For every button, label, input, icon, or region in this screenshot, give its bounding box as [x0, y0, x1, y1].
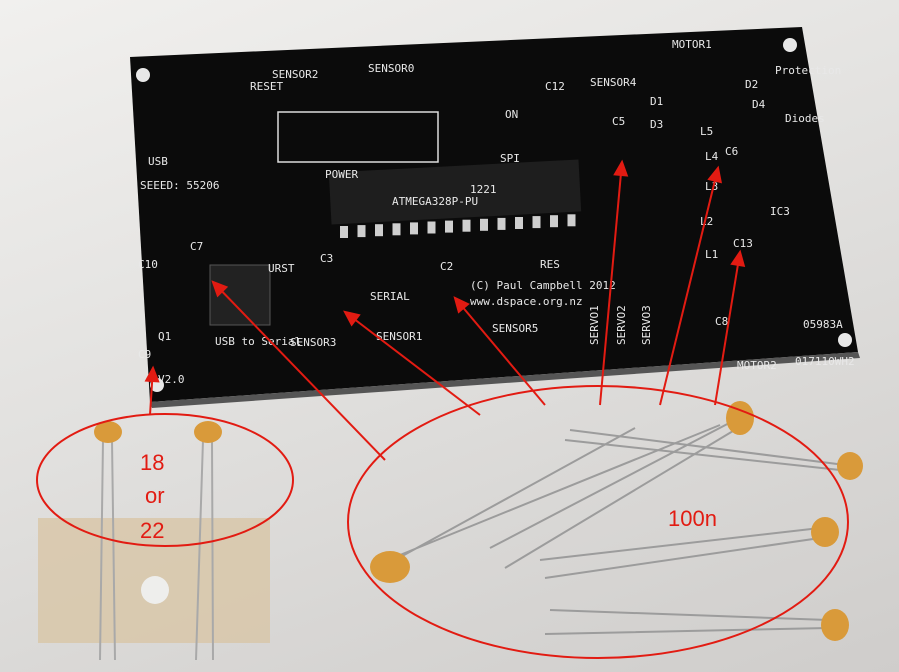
silkscreen-label: RES: [540, 258, 560, 271]
arrowhead-icon: [453, 296, 470, 314]
silkscreen-label: SENSOR4: [590, 76, 637, 89]
silkscreen-label: C12: [545, 80, 565, 93]
silkscreen-label: Diodes: [785, 112, 825, 125]
tape-hole: [141, 576, 169, 604]
chip-pin: [515, 217, 523, 229]
annotation-arrow: [599, 161, 623, 406]
chip-pin: [532, 216, 541, 229]
chip-pin: [427, 221, 436, 234]
silkscreen-label: ON: [505, 108, 518, 121]
usb-serial-chip: [209, 264, 271, 326]
small-caps-value-3: 22: [140, 518, 164, 543]
small-capacitors: [38, 421, 270, 661]
silkscreen-label: D1: [650, 95, 663, 108]
silkscreen-label: POWER: [325, 168, 358, 181]
silkscreen-label: MOTOR1: [672, 38, 712, 51]
power-connector: [277, 111, 439, 163]
silkscreen-label: C2: [440, 260, 453, 273]
arrowhead-icon: [343, 310, 361, 327]
silkscreen-label: SENSOR2: [272, 68, 318, 81]
chip-pin: [550, 215, 558, 228]
silkscreen-label: V2.0: [158, 373, 185, 386]
silkscreen-label: D3: [650, 118, 663, 131]
silkscreen-label: MOTOR2: [737, 359, 777, 372]
silkscreen-label: C10: [138, 258, 158, 271]
chip-pin: [357, 225, 366, 238]
mounting-hole: [783, 38, 797, 52]
capacitor-bodies: [370, 401, 863, 641]
silkscreen-label: Q1: [158, 330, 171, 343]
arrowhead-icon: [707, 165, 723, 184]
silkscreen-label: SPI: [500, 152, 520, 165]
annotation-arrow: [344, 311, 481, 416]
silkscreen-label: C13: [733, 237, 753, 250]
silkscreen-label: D2: [745, 78, 758, 91]
chip-pin: [462, 219, 471, 232]
chip-pin: [445, 220, 453, 233]
silkscreen-label: L5: [700, 125, 713, 138]
annotation-arrow: [212, 281, 386, 461]
mounting-hole: [136, 68, 150, 82]
chip-pin: [567, 214, 576, 227]
silkscreen-label: USB to Serial: [215, 335, 301, 348]
large-capacitors: [394, 419, 846, 635]
chip-pin: [340, 226, 348, 238]
silkscreen-label: C9: [138, 348, 151, 361]
arrowhead-icon: [144, 365, 160, 383]
silkscreen-label: SERVO3: [640, 305, 653, 345]
annotation-arrow: [454, 297, 546, 406]
microcontroller-chip: [328, 159, 582, 225]
arrowhead-icon: [613, 159, 629, 177]
small-caps-value-1: 18: [140, 450, 164, 475]
silkscreen-label: RESET: [250, 80, 283, 93]
silkscreen-label: Protection: [775, 64, 841, 77]
chip-pin: [480, 218, 488, 231]
silkscreen-label: C3: [320, 252, 333, 265]
mounting-hole: [838, 333, 852, 347]
silkscreen-label: C6: [725, 145, 738, 158]
silkscreen-label: SERVO1: [588, 305, 601, 345]
silkscreen-label: SENSOR5: [492, 322, 538, 335]
silkscreen-label: SERIAL: [370, 290, 410, 303]
arrowhead-icon: [730, 249, 746, 268]
silkscreen-label: SEEED: 55206: [140, 179, 219, 192]
silkscreen-label: L4: [705, 150, 719, 163]
silkscreen-label: C5: [612, 115, 625, 128]
silkscreen-label: (C) Paul Campbell 2012: [470, 279, 616, 292]
chip-pin: [497, 217, 506, 230]
silkscreen-label: L1: [705, 248, 718, 261]
annotation-arrow: [659, 167, 719, 406]
small-caps-circle: [36, 413, 294, 547]
large-caps-circle: [347, 385, 849, 659]
silkscreen-label: SENSOR3: [290, 336, 336, 349]
silkscreen-label: 1221: [470, 183, 497, 196]
chip-pin: [375, 224, 383, 237]
silkscreen-label: USB: [148, 155, 168, 168]
pcb-edge-shadow: [150, 352, 860, 408]
chip-pin: [392, 223, 401, 236]
annotation-arrow: [714, 251, 741, 406]
silkscreen-label: SERVO2: [615, 305, 628, 345]
silkscreen-label: URST: [268, 262, 295, 275]
silkscreen-label: IC3: [770, 205, 790, 218]
silkscreen-label: 017110WH2: [795, 355, 855, 368]
arrowhead-icon: [211, 280, 229, 298]
silkscreen-label: ATMEGA328P-PU: [392, 195, 478, 208]
silkscreen-label: SENSOR0: [368, 62, 414, 75]
large-caps-value: 100n: [668, 506, 717, 531]
silkscreen-label: D4: [752, 98, 766, 111]
silkscreen-label: 05983A: [803, 318, 843, 331]
chip-pin: [410, 222, 418, 235]
silkscreen-label: C8: [715, 315, 728, 328]
silkscreen-label: C7: [190, 240, 203, 253]
silkscreen-label: SENSOR1: [376, 330, 422, 343]
small-caps-value-2: or: [145, 483, 165, 508]
silkscreen-label: www.dspace.org.nz: [470, 295, 583, 308]
